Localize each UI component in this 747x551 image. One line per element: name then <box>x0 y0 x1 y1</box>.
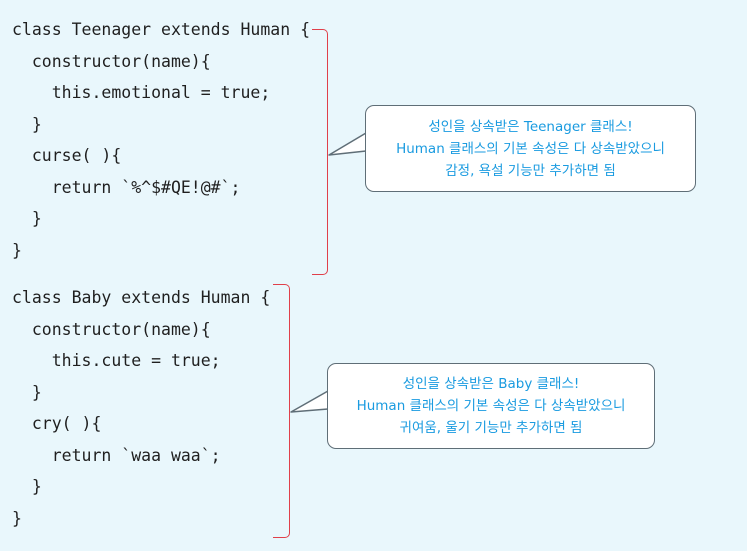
code-line: class Baby extends Human { <box>12 288 271 307</box>
callout-line: 귀여움, 울기 기능만 추가하면 됨 <box>399 420 583 436</box>
code-line: return `waa waa`; <box>12 445 221 465</box>
code-line: curse( ){ <box>12 146 122 165</box>
teenager-callout: 성인을 상속받은 Teenager 클래스! Human 클래스의 기본 속성은… <box>365 105 696 192</box>
code-line: } <box>12 477 42 496</box>
baby-bracket <box>273 284 290 538</box>
callout-line: Human 클래스의 기본 속성은 다 상속받았으니 <box>356 398 626 414</box>
code-line: } <box>12 209 42 228</box>
code-line: constructor(name){ <box>12 51 211 71</box>
callout-line: Human 클래스의 기본 속성은 다 상속받았으니 <box>396 140 665 157</box>
code-line: cry( ){ <box>12 414 102 433</box>
code-line: } <box>12 508 22 528</box>
code-line: return `%^$#QE!@#`; <box>12 177 241 197</box>
baby-code-block: class Baby extends Human { constructor(n… <box>12 282 270 534</box>
baby-callout: 성인을 상속받은 Baby 클래스! Human 클래스의 기본 속성은 다 상… <box>327 363 655 449</box>
callout-line: 성인을 상속받은 Teenager 클래스! <box>428 118 633 135</box>
code-line: } <box>12 114 42 134</box>
baby-callout-pointer <box>290 390 329 413</box>
callout-line: 감정, 욕설 기능만 추가하면 됨 <box>445 162 616 179</box>
teenager-callout-pointer <box>328 132 367 156</box>
code-line: this.cute = true; <box>12 351 221 370</box>
code-line: constructor(name){ <box>12 319 211 339</box>
teenager-bracket <box>312 29 328 275</box>
code-line: this.emotional = true; <box>12 83 271 102</box>
code-line: class Teenager extends Human { <box>12 20 311 39</box>
callout-line: 성인을 상속받은 Baby 클래스! <box>402 376 580 392</box>
teenager-code-block: class Teenager extends Human { construct… <box>12 14 310 266</box>
code-line: } <box>12 240 22 260</box>
code-line: } <box>12 382 42 402</box>
